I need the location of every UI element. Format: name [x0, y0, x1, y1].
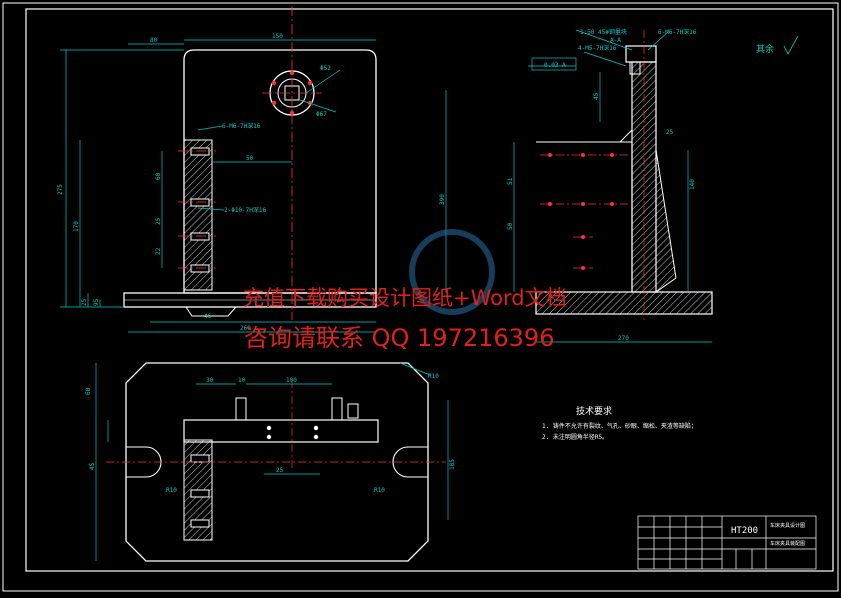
dim-text: 140	[689, 179, 696, 190]
dim-text: 270	[618, 335, 629, 342]
front-view: 80 150 Φ52 Φ67 6-M6-7H深16 2-Φ10-7H深16 50…	[57, 6, 447, 333]
dim-text: 1:50 45#钢量块	[580, 28, 627, 36]
dim-text: 30	[206, 377, 214, 384]
dim-text: 25	[81, 298, 88, 306]
dim-text: 45	[593, 92, 600, 100]
dim-text: 390	[439, 194, 446, 205]
top-view: 60 30 10 100 25 R10 R10 R10 45 185	[85, 362, 456, 562]
dim-text: 4-M5-7H深16	[578, 44, 617, 52]
dim-text: 260	[240, 325, 251, 332]
dim-text: 25	[155, 217, 162, 225]
dim-text: 2-Φ10-7H深16	[224, 206, 267, 214]
dim-text: Φ52	[320, 65, 331, 72]
dim-text: A-A	[610, 37, 621, 44]
dim-text: 51	[507, 177, 514, 185]
dim-text: 150	[272, 33, 283, 40]
dim-text: R10	[374, 487, 385, 494]
inner-frame	[25, 8, 834, 572]
dim-text: 50	[507, 222, 514, 230]
dim-text: 46	[204, 313, 212, 320]
technical-requirements: 技术要求 1. 铸件不允许有裂纹、气孔、砂眼、缩松、夹渣等缺陷； 2. 未注明圆…	[542, 405, 697, 441]
dim-text: 6-M6-7H深16	[658, 28, 697, 36]
dim-text: 22	[155, 247, 162, 255]
tech-req-item: 1. 铸件不允许有裂纹、气孔、砂眼、缩松、夹渣等缺陷；	[542, 422, 697, 430]
dim-text: 275	[57, 184, 64, 195]
dim-text: 25	[666, 129, 674, 136]
dim-text: 95	[93, 298, 100, 306]
dim-text: R10	[428, 373, 439, 380]
dim-text: 45	[89, 462, 96, 470]
dim-text: 50	[246, 155, 254, 162]
side-view: 1:50 45#钢量块 A-A 4-M5-7H深16 6-M6-7H深16 0.…	[507, 28, 799, 343]
dim-text: 10	[238, 377, 246, 384]
dim-text: 6-M6-7H深16	[222, 122, 261, 130]
dim-text: 60	[155, 172, 162, 180]
watermark-line-2: 咨询请联系 QQ 197216396	[244, 324, 555, 352]
dim-text: 185	[449, 459, 456, 470]
dim-text: 80	[150, 37, 158, 44]
material-label: HT200	[731, 526, 758, 536]
tech-req-item: 2. 未注明圆角半径R5。	[542, 433, 608, 441]
title-block	[637, 515, 817, 570]
roughness-note: 其余	[756, 43, 774, 55]
part-name: 车床夹具设计图	[770, 522, 805, 529]
drawing-name: 车床夹具装配图	[770, 540, 805, 547]
dim-text: R10	[166, 487, 177, 494]
logo-watermark	[409, 229, 495, 315]
dim-text: 170	[73, 221, 80, 232]
dim-text: 60	[85, 387, 92, 395]
watermark-line-1: 充值下载购买设计图纸+Word文档	[243, 286, 567, 310]
dim-text: 25	[276, 467, 284, 474]
dim-text: 0.03 A	[544, 62, 566, 69]
tech-req-title: 技术要求	[576, 405, 612, 417]
dim-text: Φ67	[316, 111, 327, 118]
dim-text: 100	[286, 377, 297, 384]
